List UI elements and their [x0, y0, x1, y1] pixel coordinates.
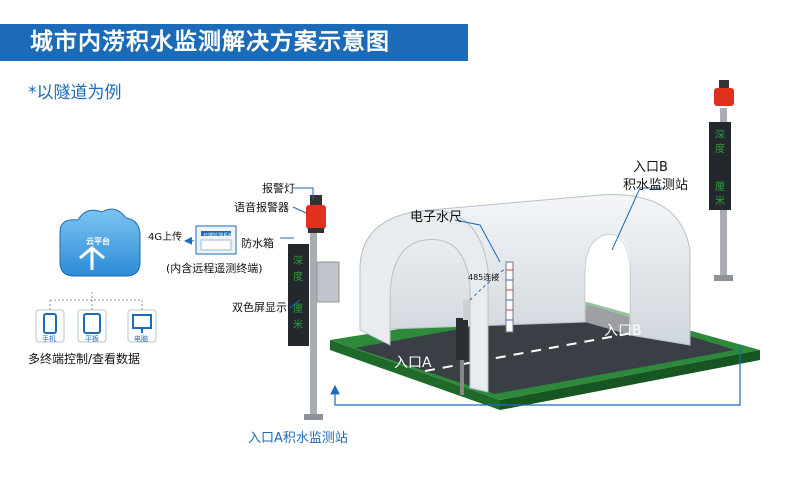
entrance-a-label: 入口A	[394, 355, 432, 371]
terminals-caption: 多终端控制/查看数据	[28, 352, 141, 366]
svg-text:厘: 厘	[715, 181, 725, 193]
leader-lines	[49, 187, 741, 406]
upload-label: 4G上传	[148, 232, 183, 243]
svg-text:米: 米	[293, 318, 303, 331]
terminal-icons	[35, 309, 157, 343]
voice-alarm-label: 语音报警器	[234, 201, 289, 214]
page-title: 城市内涝积水监测解决方案示意图	[0, 24, 468, 61]
entrance-b-label: 入口B	[604, 323, 642, 339]
svg-text:深: 深	[293, 255, 303, 267]
station-b-name-line1: 入口B	[633, 160, 668, 175]
terminal-phone-label: 手机	[42, 335, 56, 343]
svg-text:厘: 厘	[293, 303, 303, 315]
cloud-platform	[59, 208, 141, 277]
svg-text:深: 深	[715, 129, 725, 141]
water-ruler	[505, 261, 514, 333]
tunnel	[359, 194, 691, 393]
svg-text:米: 米	[715, 194, 725, 207]
waterproof-box	[195, 225, 237, 255]
box-label: 防水箱	[241, 237, 274, 250]
tunnel-small-station	[456, 300, 469, 395]
svg-text:度: 度	[293, 270, 303, 283]
box-note: (内含远程遥测终端)	[166, 262, 263, 275]
box-brand: 云端监测系统	[203, 233, 234, 239]
cloud-label: 云平台	[86, 237, 110, 246]
alarm-light-label: 报警灯	[262, 182, 295, 195]
svg-text:度: 度	[715, 142, 725, 155]
terminal-pc-label: 电脑	[134, 335, 148, 343]
ruler-label: 电子水尺	[410, 210, 463, 225]
screen-label: 双色屏显示	[232, 301, 287, 314]
station-a: 深 度 厘 米	[288, 195, 340, 420]
subtitle: *以隧道为例	[28, 83, 122, 103]
link-label: 485连接	[468, 273, 500, 282]
station-a-name: 入口A积水监测站	[248, 431, 348, 446]
station-b: 深 度 厘 米	[709, 80, 734, 281]
station-b-name-line2: 积水监测站	[623, 178, 689, 193]
terminal-tablet-label: 平板	[85, 335, 99, 343]
